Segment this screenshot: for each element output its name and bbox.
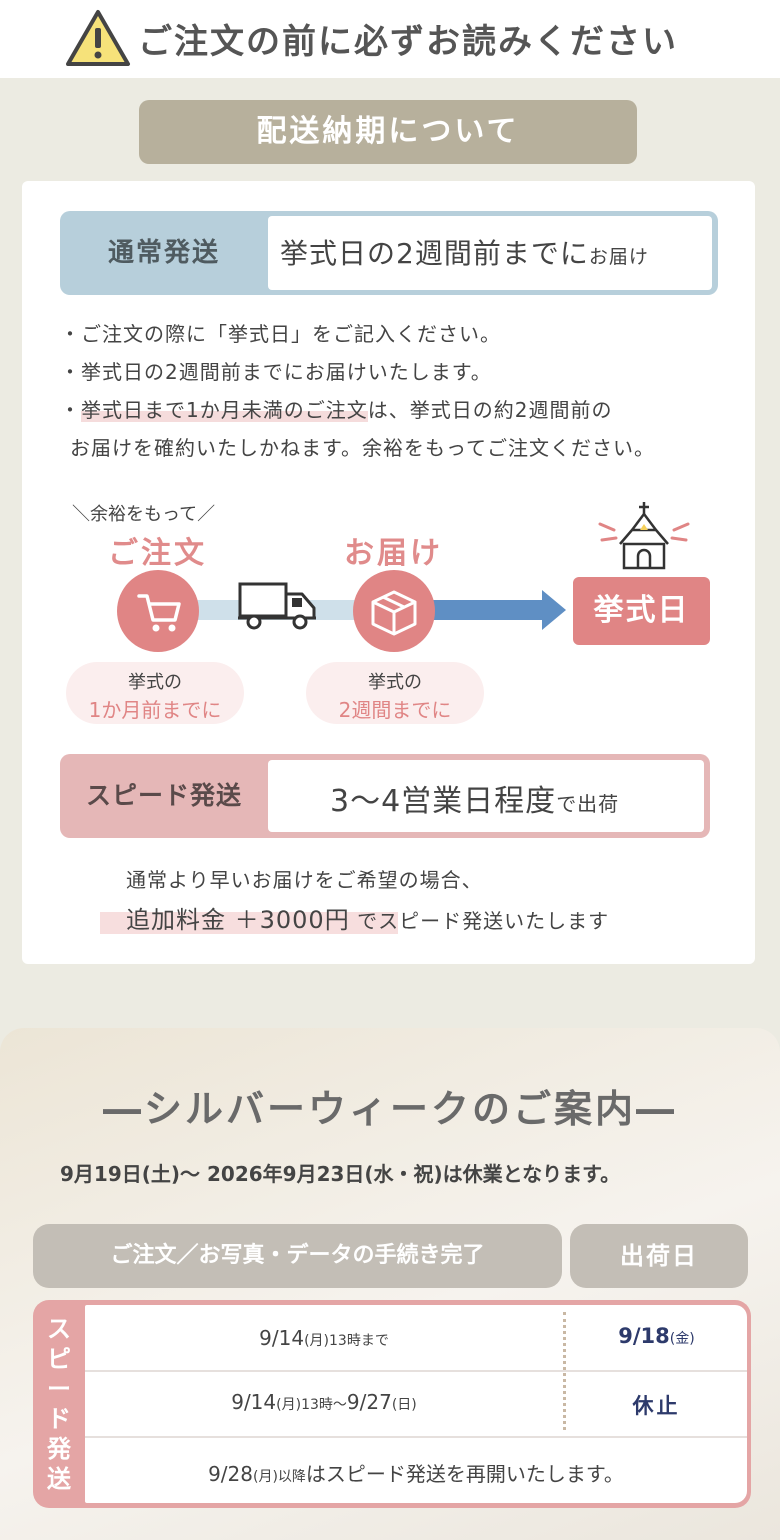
silver-week-title: ―シルバーウィークのご案内― <box>102 1087 677 1131</box>
note-2: ・挙式日の2週間前までにお届けいたします。 <box>60 360 492 384</box>
speed-desc-1: 通常より早いお届けをご希望の場合、 <box>126 868 483 892</box>
row-divider-2 <box>85 1436 747 1438</box>
table-header-ship-date: 出荷日 <box>570 1224 748 1288</box>
speed-desc-2: 追加料金 ＋3000円 でスピード発送いたします <box>126 906 610 934</box>
schedule-table-body <box>85 1305 747 1503</box>
note-3-line2: お届けを確約いたしかねます。余裕をもってご注文ください。 <box>70 436 655 460</box>
flow-arrow-line <box>432 600 544 620</box>
section-title-delivery: 配送納期について <box>139 100 637 164</box>
box-icon <box>371 590 417 636</box>
speed-shipping-value: 3〜4営業日程度で出荷 <box>330 784 620 819</box>
table-row-1-procedure: 9/14(月)13時まで <box>259 1326 389 1350</box>
normal-shipping-label: 通常発送 <box>107 238 220 268</box>
normal-shipping-value: 挙式日の2週間前までにお届け <box>280 237 649 270</box>
flow-order-label: ご注文 <box>108 536 207 571</box>
warning-triangle-icon <box>66 10 130 66</box>
bubble-order-deadline: 挙式の 1か月前までに <box>66 662 244 724</box>
flow-arrow-head <box>542 590 566 630</box>
table-row-1-ship-date: 9/18(金) <box>618 1324 695 1348</box>
note-3-highlight: 挙式日まで1か月未満のご注文 <box>81 398 368 422</box>
note-1: ・ご注文の際に「挙式日」をご記入ください。 <box>60 322 501 346</box>
bubble-delivery-deadline: 挙式の 2週間までに <box>306 662 484 724</box>
page-title: ご注文の前に必ずお読みください <box>138 22 678 62</box>
church-icon <box>598 502 690 570</box>
box-circle <box>353 570 435 652</box>
speed-shipping-label: スピード発送 <box>85 781 242 810</box>
speed-shipping-value-box <box>268 760 704 832</box>
note-3: ・挙式日まで1か月未満のご注文は、挙式日の約2週間前の <box>60 398 613 422</box>
flow-tag: ＼余裕をもって／ <box>72 504 216 525</box>
ceremony-day-box: 挙式日 <box>573 577 710 645</box>
silver-week-desc: 9月19日(土)〜 2026年9月23日(水・祝)は休業となります。 <box>60 1162 621 1186</box>
column-divider <box>563 1312 566 1430</box>
truck-icon <box>238 582 316 630</box>
flow-delivery-label: お届け <box>344 536 443 571</box>
header-bar <box>0 0 780 78</box>
normal-shipping-value-box <box>268 216 712 290</box>
cart-icon <box>137 594 181 632</box>
table-row-2-procedure: 9/14(月)13時〜9/27(日) <box>231 1390 417 1414</box>
row-divider-1 <box>85 1370 747 1372</box>
speed-fee-highlight <box>100 912 398 934</box>
speed-shipping-side-label: ス ピ ー ド 発 送 <box>47 1315 71 1493</box>
table-row-2-ship-date: 休止 <box>632 1394 681 1418</box>
table-row-3-resume: 9/28(月)以降はスピード発送を再開いたします。 <box>208 1462 624 1486</box>
table-header-procedure: ご注文／お写真・データの手続き完了 <box>33 1224 562 1288</box>
cart-circle <box>117 570 199 652</box>
